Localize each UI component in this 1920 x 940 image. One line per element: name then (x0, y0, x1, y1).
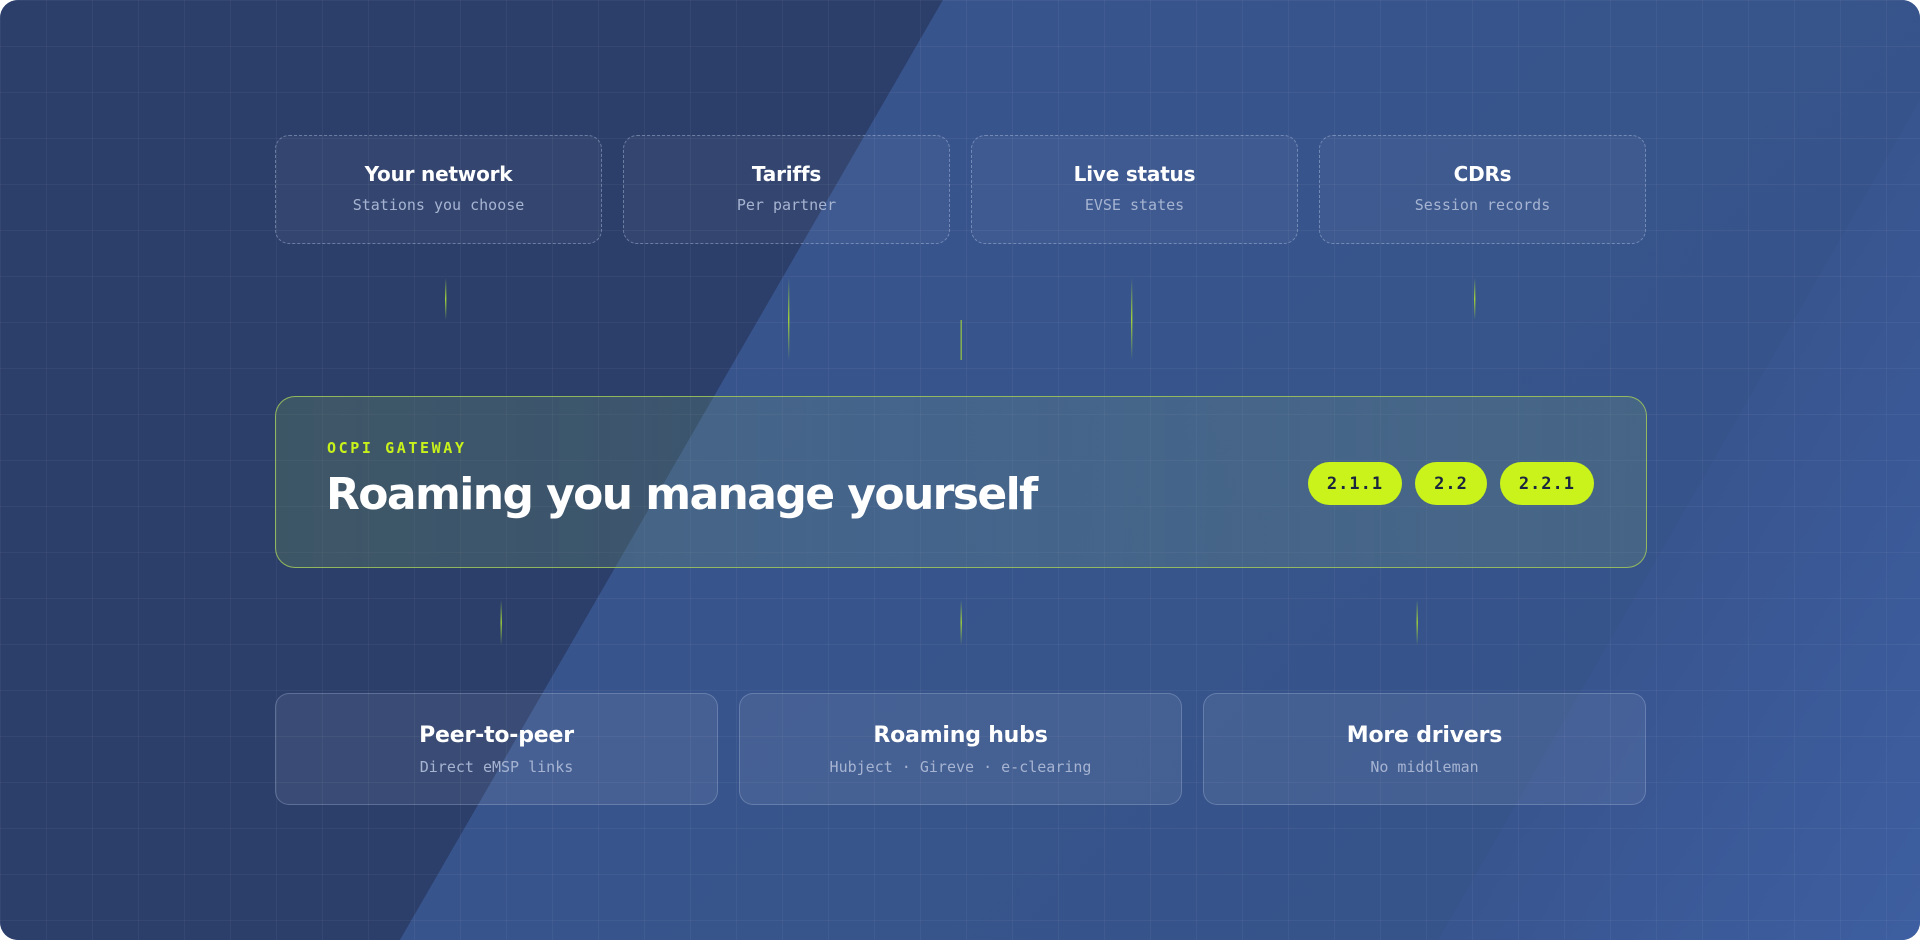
source-drop-line (445, 278, 447, 320)
ocpi-gateway-panel: OCPI GATEWAY Roaming you manage yourself… (275, 396, 1647, 568)
source-tile-subtitle: EVSE states (1084, 196, 1185, 214)
destination-tile-title: Peer-to-peer (419, 723, 574, 748)
source-tile-title: CDRs (1453, 162, 1512, 186)
destination-tile-more-drivers: More drivers No middleman (1203, 693, 1646, 805)
version-pills: 2.1.1 2.2 2.2.1 (1307, 462, 1594, 505)
source-drop-line (1131, 278, 1133, 360)
version-pill-2-1-1: 2.1.1 (1307, 462, 1403, 505)
destination-tile-title: Roaming hubs (873, 723, 1048, 748)
source-tile-subtitle: Session records (1414, 196, 1551, 214)
destination-tile-subtitle: No middleman (1370, 758, 1479, 776)
gateway-label: OCPI GATEWAY (327, 439, 467, 457)
destination-drop-line (1416, 600, 1418, 645)
destination-drop-line (500, 600, 502, 645)
source-tile-tariffs: Tariffs Per partner (623, 135, 950, 244)
source-tile-title: Live status (1073, 162, 1196, 186)
source-tile-live-status: Live status EVSE states (971, 135, 1298, 244)
destination-tile-roaming-hubs: Roaming hubs Hubject · Gireve · e-cleari… (739, 693, 1182, 805)
source-tile-title: Your network (364, 162, 513, 186)
gateway-feed-line (960, 320, 962, 360)
source-tile-your-network: Your network Stations you choose (275, 135, 602, 244)
source-tile-subtitle: Stations you choose (352, 196, 525, 214)
version-pill-2-2: 2.2 (1415, 462, 1487, 505)
destination-tile-peer-to-peer: Peer-to-peer Direct eMSP links (275, 693, 718, 805)
source-tile-cdrs: CDRs Session records (1319, 135, 1646, 244)
source-tile-subtitle: Per partner (736, 196, 837, 214)
destination-drop-line (960, 600, 962, 645)
source-tile-title: Tariffs (751, 162, 822, 186)
version-pill-2-2-1: 2.2.1 (1499, 462, 1594, 505)
destination-tile-subtitle: Direct eMSP links (419, 758, 574, 776)
destination-tile-subtitle: Hubject · Gireve · e-clearing (829, 758, 1092, 776)
destination-tile-title: More drivers (1346, 723, 1503, 748)
source-drop-line (788, 278, 790, 360)
gateway-title: Roaming you manage yourself (326, 469, 1038, 520)
source-drop-line (1474, 278, 1476, 320)
